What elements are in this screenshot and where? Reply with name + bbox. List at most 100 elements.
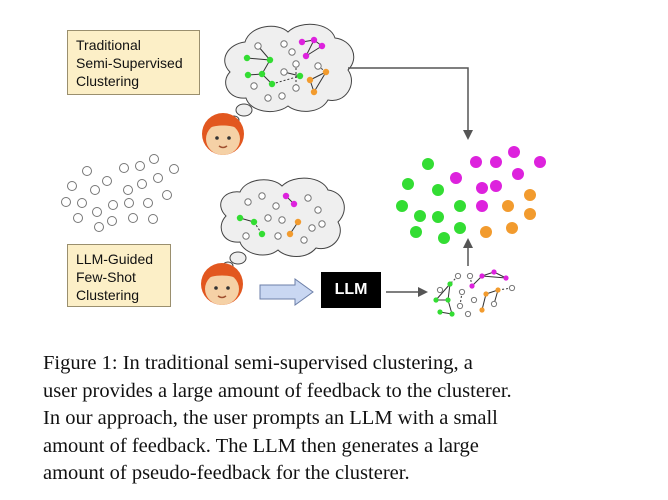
data-point [102,176,112,186]
data-point [436,286,444,294]
data-point [306,76,314,84]
data-point [82,166,92,176]
data-point [476,200,488,212]
data-point [506,222,518,234]
data-point [280,40,288,48]
data-point [300,236,308,244]
data-point [450,172,462,184]
data-point [512,168,524,180]
caption-line: amount of feedback. The LLM then generat… [43,434,479,457]
data-point [108,200,118,210]
data-point [250,82,258,90]
data-point [491,269,497,275]
data-point [402,178,414,190]
figure-caption: Figure 1: In traditional semi-supervised… [43,350,583,488]
data-point [456,302,464,310]
data-point [143,198,153,208]
constraint-link [481,275,507,279]
data-point [480,226,492,238]
data-point [268,80,276,88]
data-point [310,88,318,96]
data-point [264,214,272,222]
data-point [310,36,318,44]
constraint-link [447,283,451,301]
data-point [258,230,266,238]
data-point [304,194,312,202]
data-point [503,275,509,281]
data-point [433,297,439,303]
data-point [282,192,290,200]
data-point [495,287,501,293]
data-point [454,272,462,280]
caption-line: Figure 1: In traditional semi-supervised… [43,352,473,374]
cluster-top-feedback [243,36,330,102]
data-point [438,232,450,244]
data-point [534,156,546,168]
data-point [258,70,266,78]
data-point [137,179,147,189]
caption-line: In our approach, the user prompts an LLM… [43,407,498,429]
data-point [162,190,172,200]
data-point [292,84,300,92]
data-point [290,200,298,208]
data-point [128,213,138,223]
data-point [135,161,145,171]
data-point [410,226,422,238]
data-point [479,307,485,313]
constraint-link [313,71,327,93]
unlabeled-points [61,154,179,232]
data-point [61,197,71,207]
data-point [422,158,434,170]
data-point [169,164,179,174]
data-point [524,189,536,201]
data-point [266,56,274,64]
data-point [274,232,282,240]
data-point [437,309,443,315]
cluster-small-feedback [236,192,326,244]
data-point [454,222,466,234]
face-icon [202,113,244,155]
data-point [77,198,87,208]
caption-line: amount of pseudo-feedback for the cluste… [43,462,410,484]
data-point [258,192,266,200]
data-point [464,310,472,318]
data-point [94,222,104,232]
data-point [264,94,272,102]
data-point [458,288,466,296]
llm-block: LLM [321,272,381,308]
data-point [296,72,304,80]
data-point [278,92,286,100]
data-point [308,224,316,232]
data-point [502,200,514,212]
data-point [90,185,100,195]
data-point [432,184,444,196]
data-point [243,54,251,62]
data-point [124,198,134,208]
data-point [447,281,453,287]
data-point [294,218,302,226]
data-point [490,300,498,308]
face-icon [201,263,243,305]
data-point [466,272,474,280]
label-llm-guided-clustering: LLM-Guided Few-Shot Clustering [67,244,171,307]
data-point [318,42,326,50]
data-point [286,230,294,238]
data-point [432,211,444,223]
cluster-pseudo-feedback [433,269,516,318]
data-point [244,71,252,79]
arrow-feedback-to-result [348,67,473,140]
data-point [153,173,163,183]
data-point [445,297,451,303]
data-point [67,181,77,191]
data-point [73,213,83,223]
data-point [524,208,536,220]
data-point [250,218,258,226]
constraint-link [246,57,271,61]
data-point [314,62,322,70]
data-point [107,216,117,226]
data-point [236,214,244,222]
data-point [508,146,520,158]
block-arrow-icon [259,278,314,306]
data-point [272,202,280,210]
data-point [490,156,502,168]
